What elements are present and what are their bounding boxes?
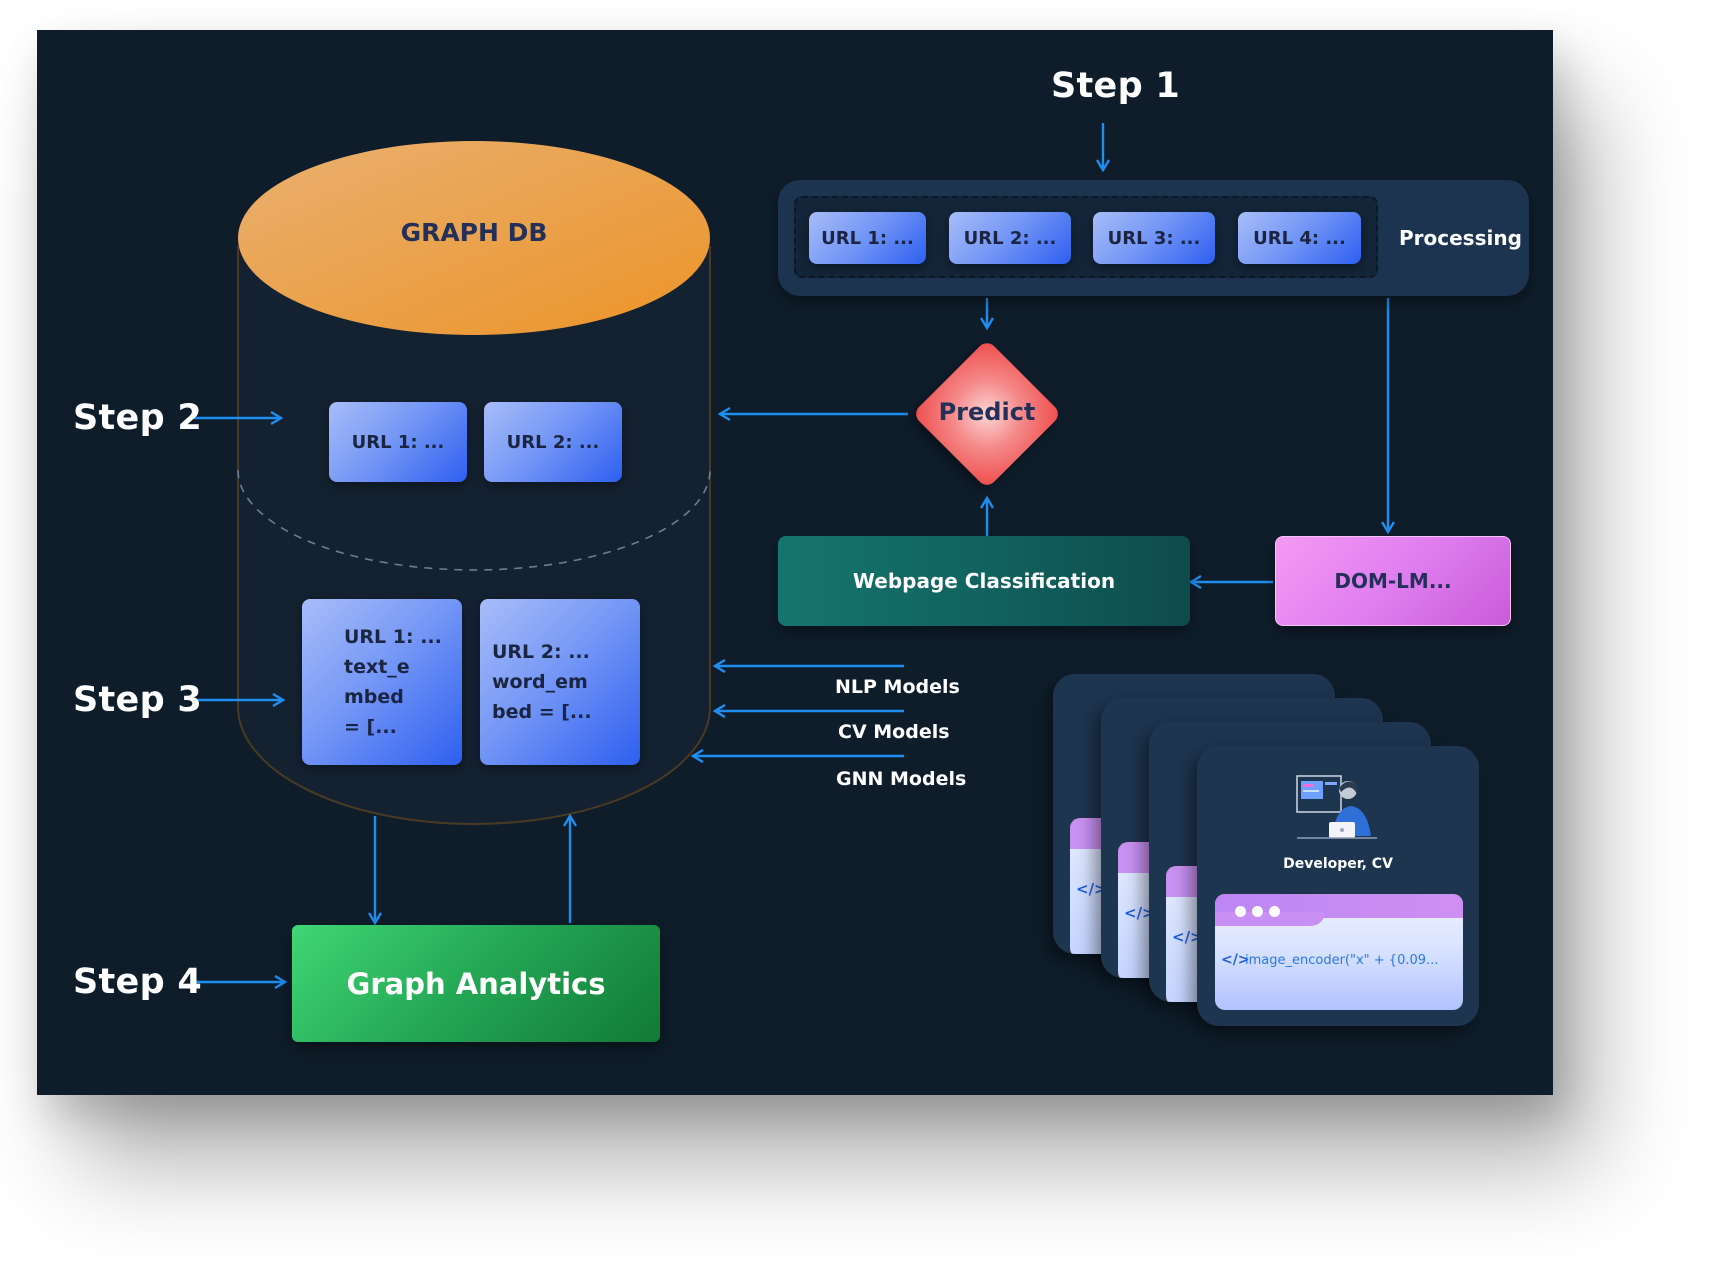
- graphdb-url-box-2: URL 2: ...: [484, 402, 622, 482]
- embedding-box-word: URL 2: ... word_em bed = [...: [480, 599, 640, 765]
- window-control-dot: [1235, 906, 1246, 917]
- code-icon: </>: [1172, 928, 1203, 946]
- embedding-box-text: URL 1: ... text_e mbed = [...: [302, 599, 462, 765]
- window-control-dot: [1252, 906, 1263, 917]
- webpage-classification-box: Webpage Classification: [778, 536, 1190, 626]
- processing-label: Processing: [1399, 226, 1522, 250]
- developer-illustration-icon: [1296, 775, 1377, 839]
- gnn-models-label: GNN Models: [836, 768, 967, 790]
- processing-url-box-1: URL 1: ...: [809, 212, 926, 264]
- graph-analytics-label: Graph Analytics: [346, 966, 606, 1001]
- cv-models-label: CV Models: [838, 721, 950, 743]
- predict-label: Predict: [938, 398, 1036, 426]
- step2-label: Step 2: [73, 398, 203, 438]
- graph-analytics-box: Graph Analytics: [292, 925, 660, 1042]
- nlp-models-label: NLP Models: [835, 676, 960, 698]
- processing-url-box-4: URL 4: ...: [1238, 212, 1361, 264]
- developer-card-front: Developer, CV </> image_encoder("x" + {0…: [1197, 746, 1479, 1026]
- webpage-classification-label: Webpage Classification: [852, 569, 1116, 593]
- window-control-dot: [1269, 906, 1280, 917]
- code-icon: </>: [1076, 880, 1107, 898]
- code-icon: </>: [1221, 952, 1250, 968]
- code-icon: </>: [1124, 904, 1155, 922]
- graph-db-title: GRAPH DB: [400, 218, 548, 247]
- graph-db-dashed-separator: [237, 469, 711, 571]
- processing-url-box-3: URL 3: ...: [1093, 212, 1215, 264]
- step4-label: Step 4: [73, 962, 203, 1002]
- developer-card-caption: Developer, CV: [1283, 856, 1393, 872]
- diagram-canvas: Step 1 Step 2 Step 3 Step 4 GRAPH DB URL…: [37, 30, 1553, 1095]
- dom-lm-box: DOM-LM...: [1275, 536, 1511, 626]
- code-snippet: image_encoder("x" + {0.09...: [1245, 953, 1439, 968]
- graphdb-url-box-1: URL 1: ...: [329, 402, 467, 482]
- processing-url-box-2: URL 2: ...: [949, 212, 1071, 264]
- step3-label: Step 3: [73, 680, 203, 720]
- code-window: </> image_encoder("x" + {0.09...: [1215, 894, 1463, 1010]
- graph-db-top: [238, 141, 710, 335]
- step1-label: Step 1: [1051, 66, 1181, 106]
- dom-lm-label: DOM-LM...: [1334, 569, 1452, 593]
